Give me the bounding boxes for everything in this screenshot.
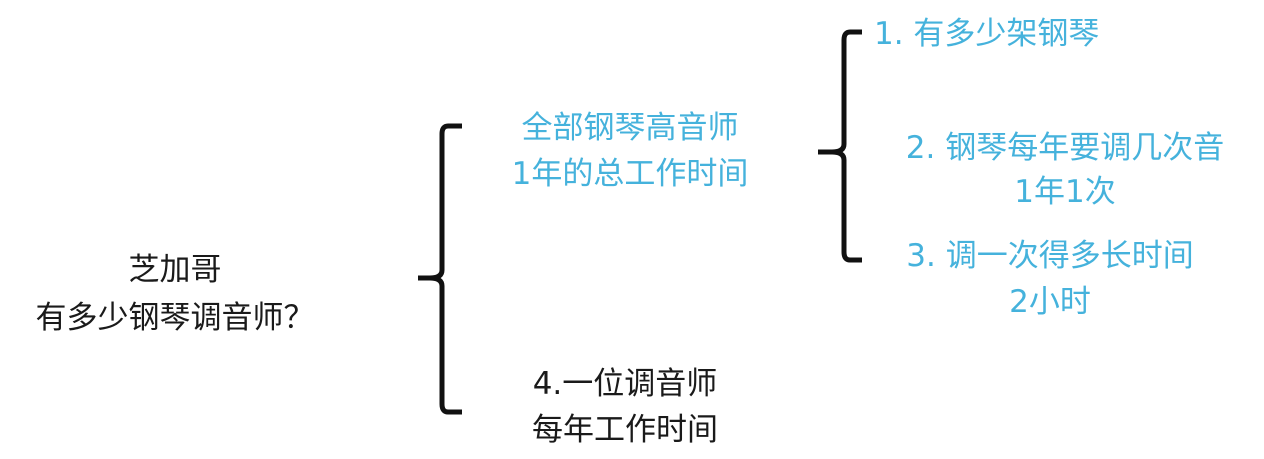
sub-bracket [818,29,862,263]
factor-3-label: 3. 调一次得多长时间 [906,238,1194,274]
factor-tunings-per-year: 2. 钢琴每年要调几次音 1年1次 [870,128,1260,212]
per-tuner-work-time-node: 4.一位调音师 每年工作时间 [480,364,770,450]
total-work-time-node: 全部钢琴高音师 1年的总工作时间 [470,108,790,194]
factor-3-answer: 2小时 [1009,284,1091,320]
root-line2: 有多少钢琴调音师？ [35,300,315,336]
factor-tuning-duration: 3. 调一次得多长时间 2小时 [870,236,1230,322]
total-line1: 全部钢琴高音师 [521,110,739,146]
root-line1: 芝加哥 [128,252,222,288]
factor-2-label: 2. 钢琴每年要调几次音 [905,130,1225,166]
total-line2: 1年的总工作时间 [511,156,749,192]
per-tuner-line2: 每年工作时间 [532,412,718,448]
per-tuner-line1: 4.一位调音师 [532,366,718,402]
main-bracket [418,123,462,415]
factor-piano-count: 1. 有多少架钢琴 [874,16,1100,52]
root-question: 芝加哥 有多少钢琴调音师？ [0,250,350,338]
factor-2-answer: 1年1次 [1014,174,1116,210]
